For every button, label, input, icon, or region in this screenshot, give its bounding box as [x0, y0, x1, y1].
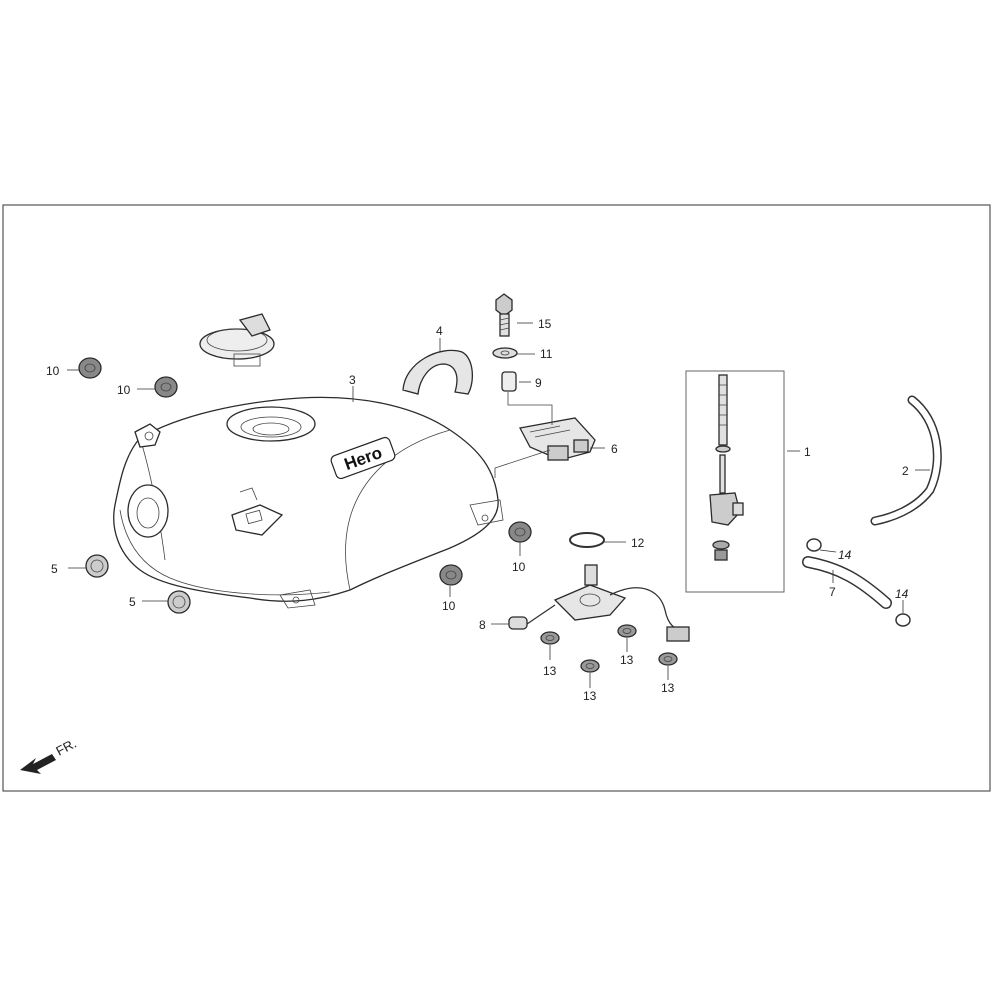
damper-rubber-5-b[interactable]: [167, 590, 191, 614]
fuel-cock-assembly[interactable]: [685, 370, 785, 593]
nut-13-d[interactable]: [658, 652, 678, 666]
callout-13-b: 13: [620, 653, 634, 667]
fuel-unit-8[interactable]: [508, 564, 690, 642]
callout-2: 2: [902, 464, 909, 478]
rubber-cushion-10-a[interactable]: [78, 357, 102, 379]
callout-13-c: 13: [583, 689, 597, 703]
callout-7: 7: [829, 585, 836, 599]
bracket-to-tank-line: [494, 449, 551, 478]
bracket-6[interactable]: [519, 417, 596, 461]
rubber-cushion-10-c[interactable]: [508, 521, 532, 543]
packing-ring-12[interactable]: [569, 532, 605, 548]
callout-14-a: 14: [838, 548, 852, 562]
callout-10-c: 10: [512, 560, 526, 574]
callout-15: 15: [538, 317, 552, 331]
callout-5-a: 5: [51, 562, 58, 576]
callout-13-d: 13: [661, 681, 675, 695]
nut-13-c[interactable]: [580, 659, 600, 673]
callout-14-b: 14: [895, 587, 909, 601]
callout-11: 11: [540, 347, 553, 361]
callout-8: 8: [479, 618, 486, 632]
fuel-tank[interactable]: [113, 396, 504, 609]
callout-10-b: 10: [117, 383, 131, 397]
callout-1: 1: [804, 445, 811, 459]
callout-10-a: 10: [46, 364, 60, 378]
front-direction-arrow-icon: [20, 754, 56, 774]
bolt-15[interactable]: [495, 293, 513, 337]
hose-clip-14-b[interactable]: [895, 613, 911, 627]
callout-5-b: 5: [129, 595, 136, 609]
callout-12: 12: [631, 536, 645, 550]
callout-10-d: 10: [442, 599, 456, 613]
fuel-cap[interactable]: [199, 313, 275, 367]
rubber-cover-4[interactable]: [402, 349, 473, 395]
nut-13-b[interactable]: [617, 624, 637, 638]
rubber-cushion-10-d[interactable]: [439, 564, 463, 586]
collar-9[interactable]: [501, 371, 517, 392]
nut-13-a[interactable]: [540, 631, 560, 645]
callout-13-a: 13: [543, 664, 557, 678]
callout-9: 9: [535, 376, 542, 390]
rubber-cushion-10-b[interactable]: [154, 376, 178, 398]
washer-11[interactable]: [492, 347, 518, 359]
fuel-hose-2[interactable]: [870, 395, 942, 526]
bracket-guide-line: [507, 392, 553, 425]
leader-lines: [67, 322, 930, 688]
callout-3: 3: [349, 373, 356, 387]
callout-4: 4: [436, 324, 443, 338]
hose-clip-14-a[interactable]: [806, 538, 822, 552]
damper-rubber-5-a[interactable]: [85, 554, 109, 578]
callout-6: 6: [611, 442, 618, 456]
tube-7[interactable]: [802, 556, 892, 609]
